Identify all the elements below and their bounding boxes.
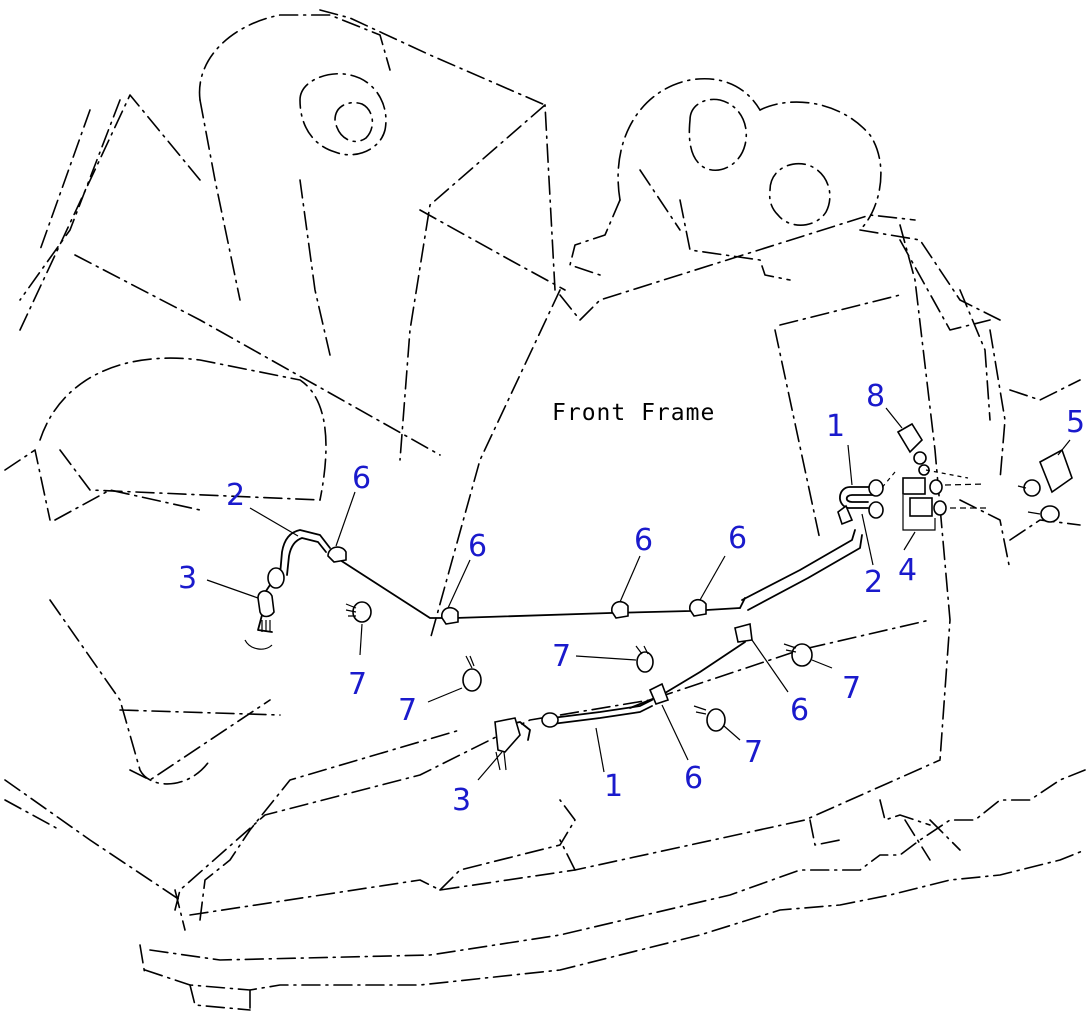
hose-nut	[868, 501, 884, 519]
clamp	[648, 682, 670, 705]
callout-4: 4	[898, 553, 917, 588]
clamp	[734, 622, 753, 643]
clamp	[441, 606, 459, 625]
callout-8: 8	[866, 379, 885, 414]
clamp	[837, 504, 854, 526]
callout-7: 7	[842, 671, 861, 706]
callout-1: 1	[826, 409, 845, 444]
callout-6: 6	[728, 521, 747, 556]
bolt	[345, 601, 372, 623]
elbow-fitting	[1038, 448, 1073, 494]
frame-outline	[4, 9, 1086, 1011]
callout-6: 6	[634, 523, 653, 558]
grease-fitting	[494, 717, 521, 753]
callout-7: 7	[744, 735, 763, 770]
callout-6: 6	[790, 693, 809, 728]
callout-7: 7	[552, 639, 571, 674]
grease-block	[902, 477, 947, 531]
callout-7: 7	[348, 667, 367, 702]
bolt	[693, 705, 726, 732]
callout-2: 2	[226, 478, 245, 513]
hose-nut	[541, 712, 559, 728]
callout-6: 6	[684, 761, 703, 796]
callout-7: 7	[398, 693, 417, 728]
grease-nipple	[896, 422, 924, 454]
front-frame-label: Front Frame	[552, 400, 715, 426]
leader-lines	[206, 407, 1071, 781]
clamp	[689, 598, 707, 617]
bolt	[635, 645, 654, 673]
grease-fitting	[257, 590, 275, 618]
hose-nut	[267, 567, 285, 589]
hose-nut	[868, 479, 884, 497]
clamp	[611, 600, 629, 619]
callout-6: 6	[352, 461, 371, 496]
hardware-parts	[257, 422, 1073, 771]
clamp	[327, 546, 347, 563]
lube-tubing	[244, 486, 876, 741]
callout-5: 5	[1066, 405, 1085, 440]
bolt	[462, 655, 482, 692]
callout-1: 1	[604, 769, 623, 804]
bolt	[783, 643, 813, 667]
callout-2: 2	[864, 565, 883, 600]
callout-3: 3	[178, 561, 197, 596]
callout-3: 3	[452, 783, 471, 818]
callout-6: 6	[468, 529, 487, 564]
callout-labels: 1 1 2 2 3 3 4 5 6 6 6 6 6 6 7 7 7 7 7 8	[178, 379, 1085, 818]
